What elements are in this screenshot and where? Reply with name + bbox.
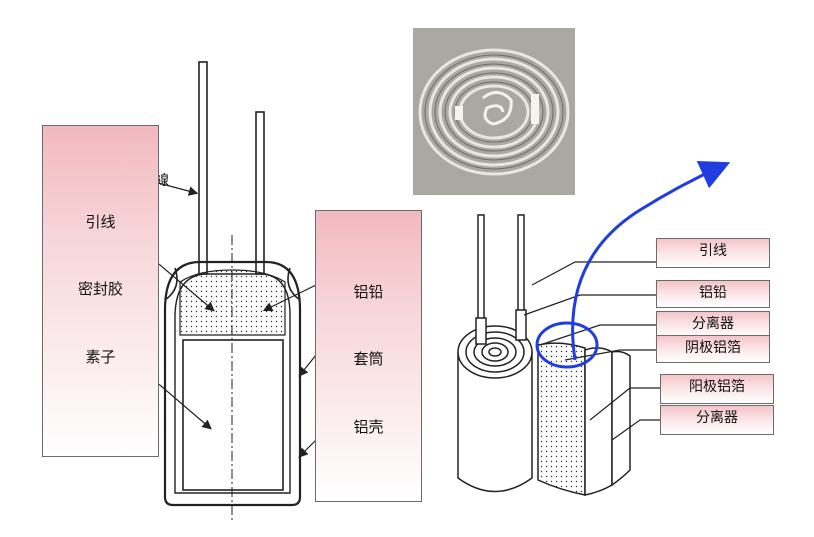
wound-element [457, 214, 660, 496]
label-aluminum-case: 铝壳 [353, 418, 384, 436]
middle-label-panel: 铝铅 套筒 铝壳 [315, 210, 422, 502]
callout-cathode-foil: 阴极铝箔 [656, 335, 770, 363]
label-element: 素子 [85, 348, 116, 366]
left-label-panel: 引线 密封胶 素子 [42, 125, 159, 457]
label-aluminum-lead: 铝铅 [353, 283, 384, 301]
label-lead-wire: 引线 [85, 213, 116, 231]
callout-aluminum-lead: 铝铅 [656, 280, 770, 308]
cross-section-capacitor [139, 61, 317, 520]
callout-separator-1: 分离器 [656, 311, 770, 339]
callout-separator-2: 分离器 [660, 405, 774, 435]
wound-foil-photo [413, 28, 575, 195]
callout-anode-foil: 阳极铝箔 [660, 374, 774, 404]
label-sealant: 密封胶 [77, 280, 123, 298]
label-sleeve: 套筒 [353, 350, 384, 368]
highlight-arrow [571, 160, 731, 361]
highlight-ellipse [535, 321, 599, 369]
callout-lead-wire: 引线 [656, 238, 770, 268]
